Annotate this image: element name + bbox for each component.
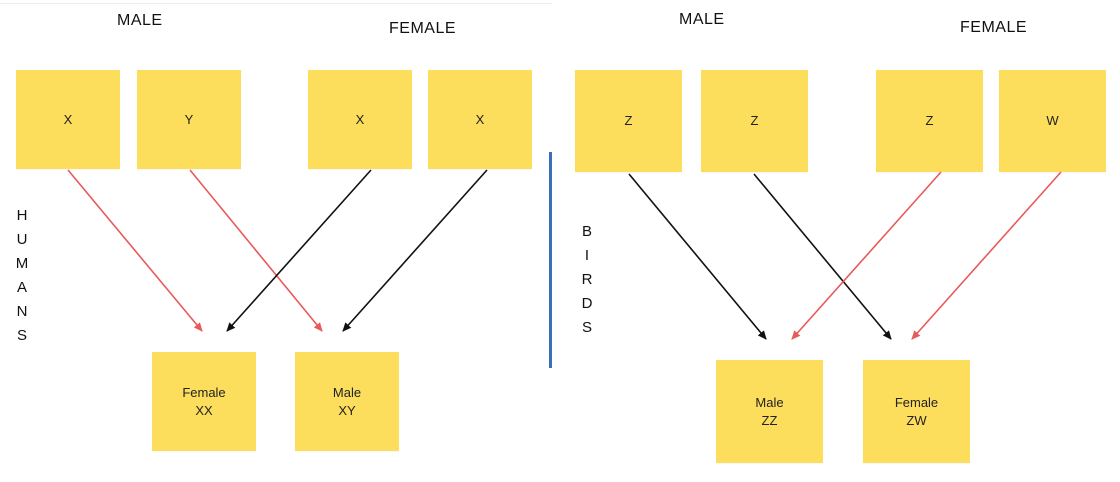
side-letter: I: [584, 247, 590, 264]
section-divider: [549, 152, 552, 368]
chromosome-label: X: [475, 111, 485, 127]
humans-female-chromosome-2: X: [428, 70, 532, 169]
humans-female-label: FEMALE: [389, 20, 457, 37]
offspring-genotype: XX: [195, 402, 213, 418]
birds-male-chromosome-1: Z: [575, 70, 682, 172]
arrow-humans-female-x2-to-male: [342, 169, 488, 332]
chromosome-label: Z: [624, 113, 633, 128]
offspring-sex: Female: [894, 394, 939, 410]
chromosome-label: Y: [184, 111, 194, 127]
offspring-genotype: ZW: [906, 412, 927, 428]
side-letter: M: [15, 255, 29, 272]
arrow-birds-male-z1-to-male: [628, 173, 767, 340]
top-rule: [0, 3, 552, 4]
chromosome-label: Z: [750, 113, 759, 128]
side-letter: D: [581, 295, 593, 312]
arrow-birds-female-z-to-male: [791, 171, 942, 340]
humans-male-chromosome-2: Y: [137, 70, 241, 169]
birds-offspring-female: Female ZW: [863, 360, 970, 463]
birds-side-label: B I R D S: [580, 220, 594, 340]
offspring-sex: Female: [182, 384, 226, 400]
humans-male-chromosome-1: X: [16, 70, 120, 169]
offspring-genotype: ZZ: [761, 412, 778, 428]
side-letter: U: [16, 231, 28, 248]
arrow-humans-female-x1-to-female: [226, 169, 372, 332]
side-letter: R: [581, 271, 593, 288]
offspring-sex: Male: [755, 394, 784, 410]
arrow-humans-male-x-to-female: [67, 169, 203, 332]
chromosome-label: W: [1046, 113, 1059, 128]
arrow-birds-male-z2-to-female: [753, 173, 892, 340]
birds-male-chromosome-2: Z: [701, 70, 808, 172]
chromosome-label: X: [63, 111, 73, 127]
side-letter: S: [581, 319, 592, 336]
humans-female-chromosome-1: X: [308, 70, 412, 169]
birds-female-chromosome-2: W: [999, 70, 1106, 172]
humans-side-label: H U M A N S: [15, 204, 29, 348]
birds-female-chromosome-1: Z: [876, 70, 983, 172]
birds-male-label: MALE: [679, 11, 725, 28]
offspring-sex: Male: [332, 384, 362, 400]
chromosome-label: X: [355, 111, 365, 127]
arrow-birds-female-w-to-female: [911, 171, 1062, 340]
side-letter: S: [16, 327, 27, 344]
birds-female-label: FEMALE: [960, 19, 1028, 36]
humans-male-label: MALE: [117, 12, 163, 29]
side-letter: A: [16, 279, 27, 296]
arrow-humans-male-y-to-male: [189, 169, 323, 332]
side-letter: H: [16, 207, 28, 224]
humans-offspring-male: Male XY: [295, 352, 399, 451]
birds-offspring-male: Male ZZ: [716, 360, 823, 463]
side-letter: N: [16, 303, 28, 320]
humans-offspring-female: Female XX: [152, 352, 256, 451]
side-letter: B: [581, 223, 592, 240]
offspring-genotype: XY: [338, 402, 356, 418]
chromosome-label: Z: [925, 113, 934, 128]
